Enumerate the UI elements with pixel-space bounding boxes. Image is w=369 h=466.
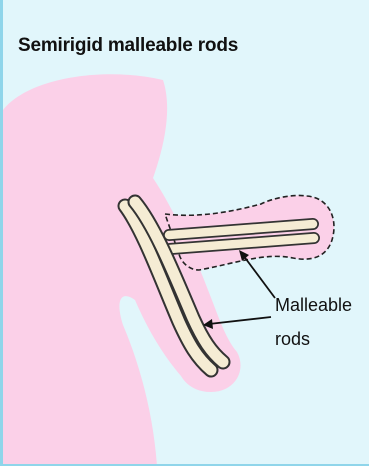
rod-label-line-1: Malleable bbox=[275, 292, 352, 318]
anatomy-diagram bbox=[3, 0, 369, 466]
body-silhouette bbox=[3, 74, 241, 466]
rod-label-line-2: rods bbox=[275, 326, 310, 352]
